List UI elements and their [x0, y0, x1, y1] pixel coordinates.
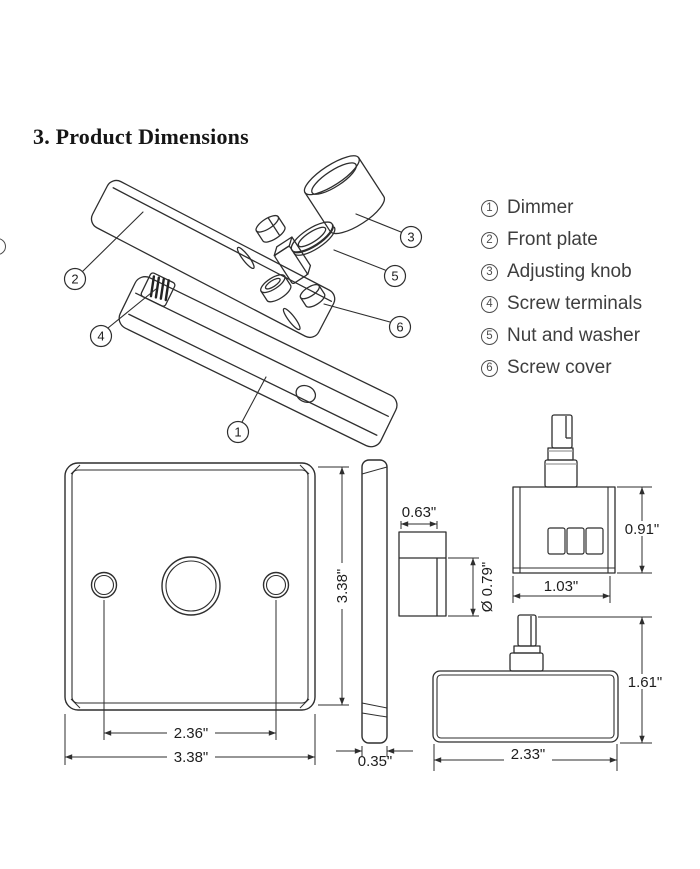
legend-num-3: 3	[481, 263, 498, 281]
callout-1: 1	[234, 425, 241, 440]
callout-4: 4	[97, 329, 104, 344]
dimmer-side-view	[432, 614, 619, 743]
dim-knob-diameter: Ø 0.79"	[479, 562, 496, 612]
plate-slot	[282, 307, 301, 331]
dim-body-height: 0.91"	[625, 521, 660, 538]
dimmer-back-view	[512, 414, 616, 574]
screw-hole-left	[90, 571, 118, 599]
dim-plate-width: 3.38"	[174, 749, 209, 766]
dim-knob-top-width: 0.63"	[402, 504, 437, 521]
legend-item-adjusting-knob: 3 Adjusting knob	[481, 256, 642, 288]
cap-part	[260, 274, 292, 303]
plate-slot	[236, 246, 255, 270]
cropped-callout-circle	[0, 238, 6, 255]
shaft-part	[273, 236, 312, 285]
side-profile-plate	[361, 459, 388, 744]
callout-6: 6	[396, 320, 403, 335]
legend-item-screw-cover: 6 Screw cover	[481, 352, 642, 384]
nut-part	[255, 214, 286, 243]
plate-hole	[295, 384, 317, 403]
front-plate-part	[90, 179, 336, 339]
dimmer-body-part	[118, 272, 398, 448]
legend-label-front-plate: Front plate	[507, 229, 598, 250]
dim-plate-thickness: 0.35"	[358, 753, 393, 770]
washer-part	[290, 221, 336, 256]
callout-5: 5	[391, 269, 398, 284]
page-title: 3. Product Dimensions	[33, 124, 249, 149]
legend-item-screw-terminals: 4 Screw terminals	[481, 288, 642, 320]
callout-leader-lines	[82, 211, 402, 423]
knob-hole	[161, 556, 221, 616]
legend-label-dimmer: Dimmer	[507, 197, 574, 218]
legend-item-front-plate: 2 Front plate	[481, 224, 642, 256]
exploded-view-drawing: 1 2 3 4 5 6	[63, 155, 423, 448]
parts-legend: 1 Dimmer 2 Front plate 3 Adjusting knob …	[481, 192, 642, 384]
dimension-labels: 2.36" 3.38" 3.38" 0.35" 0.63" Ø 0.79" 0.…	[167, 504, 668, 770]
dimension-lines	[64, 466, 652, 771]
dim-side-width: 2.33"	[511, 746, 546, 763]
front-view-plate	[64, 462, 316, 711]
legend-num-6: 6	[481, 359, 498, 377]
callout-3: 3	[407, 230, 414, 245]
legend-num-5: 5	[481, 327, 498, 345]
dim-side-height: 1.61"	[628, 674, 663, 691]
screw-cover-part	[299, 283, 326, 308]
legend-label-nut-washer: Nut and washer	[507, 325, 641, 346]
legend-label-screw-cover: Screw cover	[507, 357, 612, 378]
legend-item-dimmer: 1 Dimmer	[481, 192, 642, 224]
dimension-drawings: 2.36" 3.38" 3.38" 0.35" 0.63" Ø 0.79" 0.…	[64, 414, 668, 771]
legend-num-4: 4	[481, 295, 498, 313]
legend-label-adjusting-knob: Adjusting knob	[507, 261, 632, 282]
legend-label-screw-terminals: Screw terminals	[507, 293, 643, 314]
legend-num-1: 1	[481, 199, 498, 217]
screw-terminals-part	[140, 272, 176, 307]
dim-plate-height: 3.38"	[334, 569, 351, 604]
legend-num-2: 2	[481, 231, 498, 249]
callout-numbers: 1 2 3 4 5 6	[71, 230, 414, 440]
knob-side-view	[398, 531, 447, 617]
terminal-openings	[547, 527, 604, 555]
dim-body-width: 1.03"	[544, 578, 579, 595]
callout-circles	[63, 225, 423, 444]
callout-2: 2	[71, 272, 78, 287]
dim-hole-spacing: 2.36"	[174, 725, 209, 742]
screw-hole-right	[262, 571, 290, 599]
legend-item-nut-washer: 5 Nut and washer	[481, 320, 642, 352]
